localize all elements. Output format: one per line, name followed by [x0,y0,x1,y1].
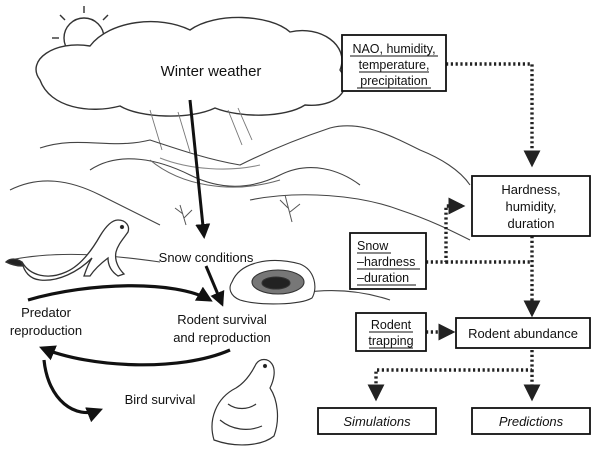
text-snow-measures-3: –duration [357,271,409,285]
cloud-shape [35,16,346,117]
label-snow-conditions: Snow conditions [159,250,254,265]
label-rodent-survival-1: Rodent survival [177,312,267,327]
label-predator-reproduction-1: Predator [21,305,72,320]
label-bird-survival: Bird survival [125,392,196,407]
box-snow-props [471,175,591,237]
text-snow-props-1: Hardness, [501,182,560,197]
box-predictions [471,407,591,435]
text-snow-measures-1: Snow [357,239,389,253]
stoat-icon [4,219,130,281]
arrow-abundance-to-simulations [367,350,534,402]
rodent-tunnel-icon [229,260,316,305]
text-snow-props-2: humidity, [505,199,556,214]
arrow-snow-to-rodent [204,265,225,307]
label-rodent-survival-2: and reproduction [173,330,271,345]
dotted-arrows [367,62,541,402]
arrow-predator-to-rodent [27,284,213,302]
text-predictions: Predictions [499,414,564,429]
ptarmigan-icon [211,358,279,446]
arrow-predator-to-bird [42,359,103,423]
box-weather-vars [341,34,447,92]
arrow-rodent-to-predator [39,345,231,367]
landscape [9,125,471,301]
box-rodent-abundance [455,317,591,349]
box-simulations [317,407,437,435]
text-snow-measures-2: –hardness [357,255,415,269]
text-rodent-abundance: Rodent abundance [468,326,578,341]
arrow-weather-vars-to-snow-props [446,62,541,168]
label-predator-reproduction-2: reproduction [10,323,82,338]
rain-streaks [149,107,253,153]
text-rodent-trapping-1: Rodent [371,318,412,332]
box-snow-measures [349,232,427,290]
text-snow-props-3: duration [508,216,555,231]
text-weather-vars-1: NAO, humidity, [352,42,435,56]
twigs-icon [174,194,301,226]
text-weather-vars-2: temperature, [359,58,430,72]
text-weather-vars-3: precipitation [360,74,427,88]
solid-arrows [27,99,231,423]
label-winter-weather: Winter weather [161,63,262,80]
text-rodent-trapping-2: trapping [368,334,413,348]
arrow-snow-measures-to-snow-props [426,197,466,264]
text-simulations: Simulations [343,414,411,429]
arrow-weather-to-snow [188,99,211,239]
